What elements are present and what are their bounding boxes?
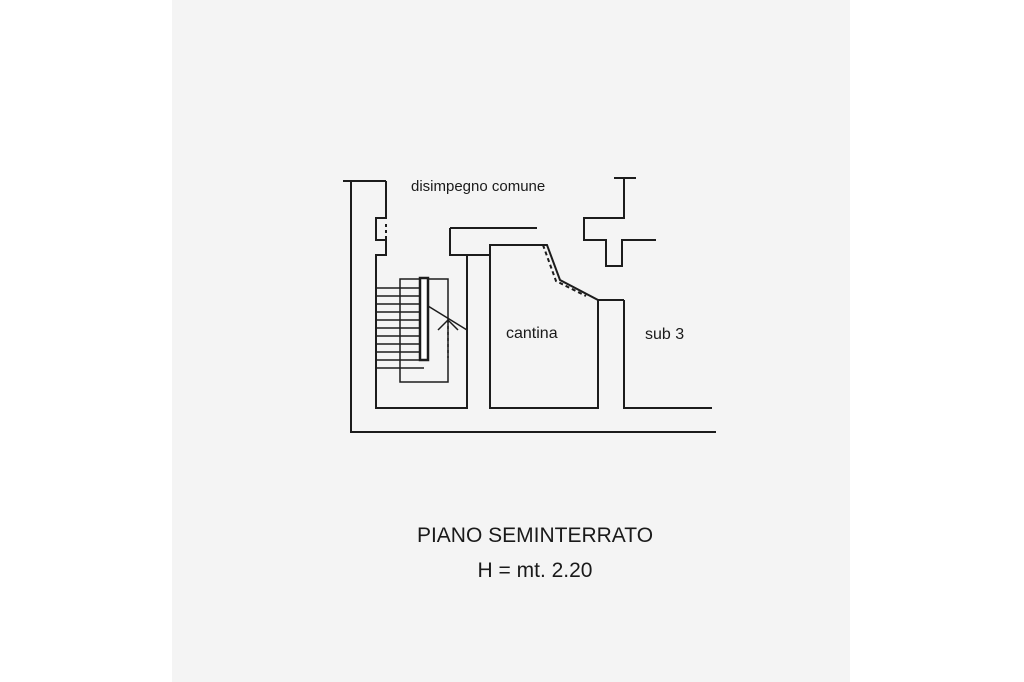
unit-label: sub 3 [645, 326, 685, 343]
outer-wall [343, 180, 716, 433]
ceiling-height: H = mt. 2.20 [477, 559, 593, 582]
cellar-wall [467, 244, 599, 409]
scanned-paper [172, 0, 850, 682]
unit-wall [583, 177, 656, 267]
unit-wall-lower [623, 300, 712, 409]
stair-handrail [418, 276, 430, 362]
cellar-label: cantina [506, 325, 558, 342]
corridor-label: disimpegno comune [411, 178, 546, 195]
stair-wall [375, 181, 468, 409]
floor-title: PIANO SEMINTERRATO [416, 524, 654, 547]
staircase [376, 278, 468, 383]
cellar-door-swing [542, 244, 587, 297]
